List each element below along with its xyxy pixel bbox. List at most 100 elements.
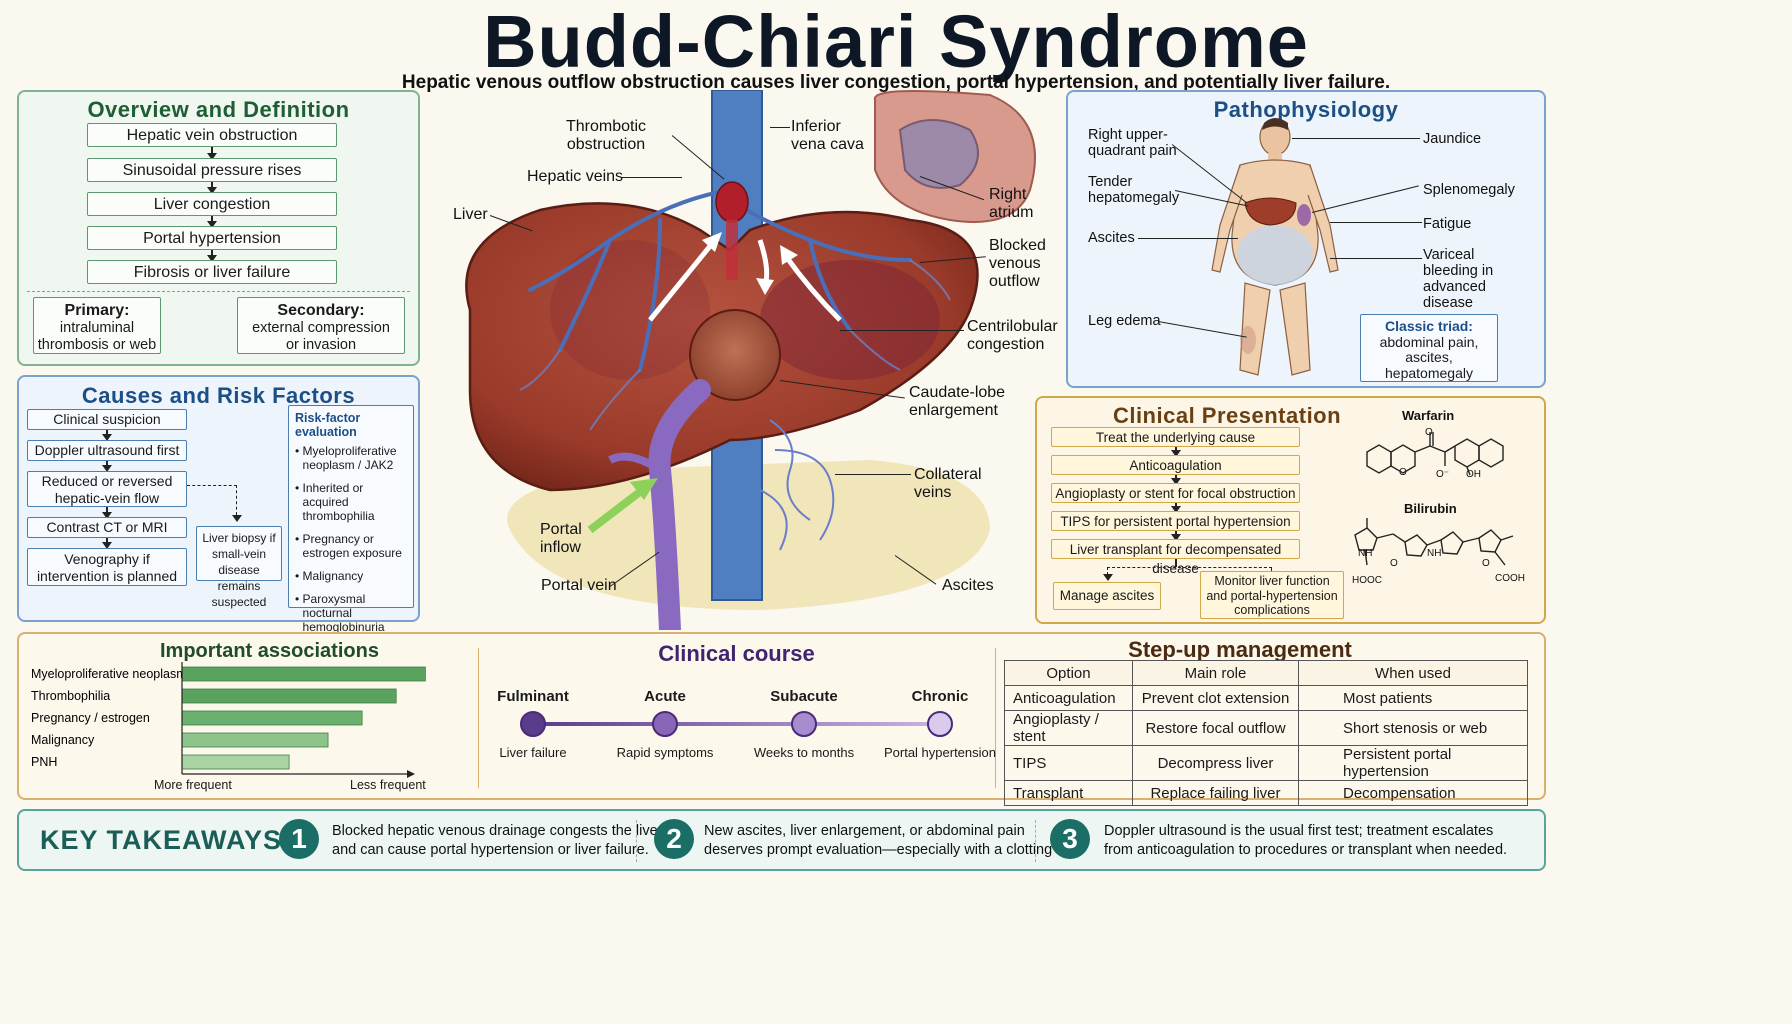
risk-factor-box: Risk-factor evaluation • Myeloproliferat… <box>288 405 414 634</box>
causes-heading: Causes and Risk Factors <box>81 383 356 408</box>
bar-label: PNH <box>31 755 57 769</box>
flow-step: Sinusoidal pressure rises <box>87 158 337 182</box>
course-stage-desc: Rapid symptoms <box>616 745 714 760</box>
chem-nh: NH <box>1427 548 1442 559</box>
chem-oh: OH <box>1466 469 1481 480</box>
bar <box>181 688 397 704</box>
causes-step: Doppler ultrasound first <box>27 440 187 461</box>
bar <box>181 710 363 726</box>
chem-cooh: COOH <box>1495 573 1525 584</box>
symptom-fatigue: Fatigue <box>1423 216 1472 232</box>
label-portal-vein: Portal vein <box>541 577 617 594</box>
course-stage-dot <box>652 711 678 737</box>
course-heading: Clinical course <box>658 641 815 666</box>
symptom-jaundice: Jaundice <box>1423 131 1482 147</box>
takeaways-heading: KEY TAKEAWAYS <box>40 825 283 855</box>
collateral-veins <box>759 419 835 551</box>
takeaway-number: 2 <box>654 819 694 859</box>
label-hepatic-veins: Hepatic veins <box>527 168 624 185</box>
symptom-ascites: Ascites <box>1088 230 1135 246</box>
bar-label: Malignancy <box>31 733 95 747</box>
bar-label: Thrombophilia <box>31 689 110 703</box>
course-stage-name: Acute <box>644 688 686 705</box>
figure-spleen <box>1297 204 1311 226</box>
symptom-leg-edema: Leg edema <box>1088 313 1161 329</box>
bar-label: Myeloproliferative neoplasm <box>31 667 187 681</box>
takeaways-panel <box>17 809 1546 871</box>
ascites-abdomen <box>1237 225 1313 285</box>
course-stage-desc: Weeks to months <box>753 745 855 760</box>
bar-label: Pregnancy / estrogen <box>31 711 150 725</box>
takeaway-text: Blocked hepatic venous drainage congests… <box>332 823 663 858</box>
causes-step: Contrast CT or MRI <box>27 517 187 538</box>
xlabel-less-frequent: Less frequent <box>350 778 426 792</box>
page-title: Budd-Chiari Syndrome <box>483 0 1309 83</box>
bar <box>181 666 426 682</box>
course-stage-name: Fulminant <box>497 688 569 705</box>
associations-chart: Myeloproliferative neoplasmThrombophilia… <box>31 662 426 778</box>
warfarin-label: Warfarin <box>1402 408 1455 423</box>
chem-o-minus: O⁻ <box>1436 469 1450 480</box>
chem-o: O <box>1390 558 1398 569</box>
label-ascites: Ascites <box>942 577 994 594</box>
symptom-ruq: Right upper-quadrant pain <box>1088 127 1177 159</box>
body-figure <box>1211 118 1339 376</box>
takeaway-number: 3 <box>1050 819 1090 859</box>
chem-o: O <box>1482 558 1490 569</box>
flow-step: Portal hypertension <box>87 226 337 250</box>
causes-step: Clinical suspicion <box>27 409 187 430</box>
treatment-step: Anticoagulation <box>1051 455 1300 475</box>
thrombus <box>715 181 749 223</box>
course-stage-desc: Liver failure <box>499 745 567 760</box>
caudate-lobe <box>689 309 781 401</box>
associations-heading: Important associations <box>160 640 379 662</box>
course-stage-dot <box>520 711 546 737</box>
management-heading: Step-up management <box>1128 637 1352 662</box>
chem-o: O <box>1399 467 1407 478</box>
treatment-step: Liver transplant for decompensated disea… <box>1051 539 1300 576</box>
patho-heading: Pathophysiology <box>1213 97 1399 122</box>
x-axis-arrow <box>407 770 415 778</box>
bar <box>181 732 329 748</box>
course-stage-dot <box>791 711 817 737</box>
flow-step: Hepatic vein obstruction <box>87 123 337 147</box>
xlabel-more-frequent: More frequent <box>154 778 232 792</box>
warfarin-structure <box>1366 432 1504 476</box>
table-header: Main role <box>1132 660 1299 686</box>
takeaway-number: 1 <box>279 819 319 859</box>
symptom-splenomegaly: Splenomegaly <box>1423 182 1515 198</box>
figure-liver <box>1244 197 1297 226</box>
classic-triad-box: Classic triad: abdominal pain,ascites,he… <box>1360 314 1498 382</box>
page-subtitle: Hepatic venous outflow obstruction cause… <box>401 72 1391 93</box>
bar <box>181 754 290 770</box>
takeaway-text: New ascites, liver enlargement, or abdom… <box>704 823 1083 858</box>
label-liver: Liver <box>453 206 488 223</box>
course-stage-name: Chronic <box>911 688 969 705</box>
chem-hooc: HOOC <box>1352 575 1382 586</box>
course-stage-dot <box>927 711 953 737</box>
liver-illustration <box>465 90 1036 630</box>
overview-heading: Overview and Definition <box>87 97 350 122</box>
flow-step: Fibrosis or liver failure <box>87 260 337 284</box>
bilirubin-label: Bilirubin <box>1404 501 1457 516</box>
treatment-step: Treat the underlying cause <box>1051 427 1300 447</box>
chem-nh: NH <box>1358 548 1373 559</box>
